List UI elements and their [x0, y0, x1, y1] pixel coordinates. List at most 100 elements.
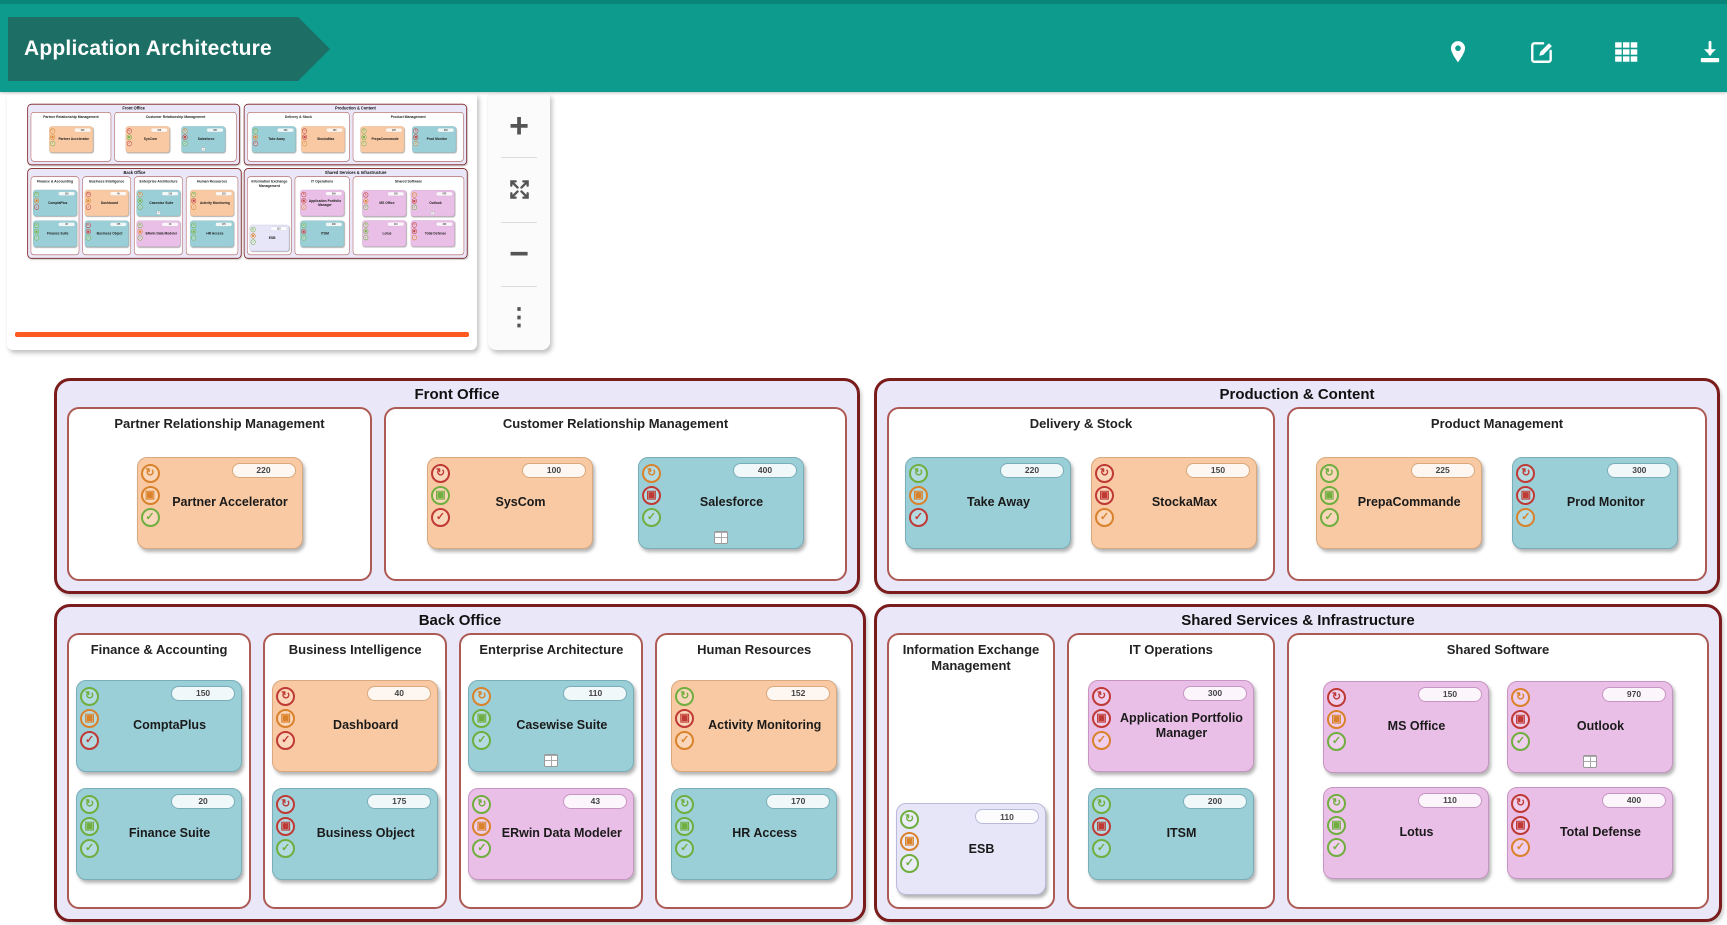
subgroup-title: Delivery & Stock — [1029, 416, 1133, 431]
subgroup-title: Partner Relationship Management — [114, 416, 325, 431]
zoom-out-button[interactable]: − — [488, 223, 550, 286]
check-icon: ✓ — [1327, 731, 1346, 751]
app-name: Outlook — [1576, 719, 1625, 734]
count-badge: 150 — [1186, 462, 1250, 478]
page-title: Application Architecture — [8, 17, 330, 81]
minimap-viewport-indicator[interactable] — [15, 332, 469, 337]
count-badge: 150 — [171, 685, 236, 701]
license-icon: ▣ — [909, 485, 928, 505]
download-button[interactable] — [1697, 39, 1723, 65]
lifecycle-icon: ↻ — [80, 686, 100, 706]
check-icon: ✓ — [1516, 507, 1536, 527]
status-icon-column: ↻▣✓ — [900, 810, 919, 873]
count-badge: 43 — [563, 793, 628, 809]
status-icon-column: ↻▣✓ — [1511, 687, 1530, 751]
app-name: Application Portfolio Manager — [1120, 710, 1243, 740]
lifecycle-icon: ↻ — [80, 794, 100, 814]
count-badge: 225 — [1410, 462, 1475, 478]
license-icon: ▣ — [1327, 709, 1346, 729]
app-name: Business Object — [316, 826, 415, 841]
location-button[interactable] — [1445, 39, 1471, 65]
app-name: Total Defense — [1559, 825, 1642, 840]
check-icon: ✓ — [900, 854, 919, 873]
subgroup-title: Finance & Accounting — [90, 642, 228, 657]
group-title: Back Office — [418, 612, 502, 629]
expand-children-icon[interactable] — [714, 530, 728, 544]
expand-children-icon[interactable] — [544, 753, 559, 767]
status-icon-column: ↻▣✓ — [1327, 687, 1346, 751]
expand-children-icon[interactable] — [1583, 754, 1597, 768]
status-icon-column: ↻▣✓ — [675, 686, 695, 750]
more-options-button[interactable]: ⋮ — [488, 287, 550, 350]
edit-button[interactable] — [1529, 39, 1555, 65]
app-name: HR Access — [732, 826, 798, 841]
zoom-in-button[interactable]: + — [488, 94, 550, 157]
count-badge: 300 — [1183, 685, 1247, 701]
status-icon-column: ↻▣✓ — [1516, 463, 1536, 527]
header-actions — [1445, 8, 1727, 96]
grid-view-button[interactable] — [1613, 39, 1639, 65]
check-icon: ✓ — [1095, 507, 1114, 527]
license-icon: ▣ — [1095, 485, 1114, 505]
license-icon: ▣ — [472, 708, 492, 728]
license-icon: ▣ — [431, 485, 450, 505]
fit-screen-button[interactable] — [488, 158, 550, 221]
check-icon: ✓ — [1511, 837, 1530, 857]
license-icon: ▣ — [276, 708, 296, 728]
app-name: ComptaPlus — [133, 718, 207, 733]
app-name: Activity Monitoring — [708, 718, 822, 733]
check-icon: ✓ — [675, 730, 695, 750]
app-name: MS Office — [1387, 719, 1446, 734]
app-name: SysCom — [495, 495, 546, 510]
license-icon: ▣ — [472, 816, 492, 836]
fit-screen-icon — [509, 180, 529, 200]
license-icon: ▣ — [1511, 709, 1530, 729]
lifecycle-icon: ↻ — [675, 686, 695, 706]
app-name: Partner Accelerator — [172, 495, 288, 510]
subgroup-title: Information Exchange Management — [902, 642, 1040, 674]
check-icon: ✓ — [909, 507, 928, 527]
lifecycle-icon: ↻ — [431, 463, 450, 483]
check-icon: ✓ — [276, 730, 296, 750]
lifecycle-icon: ↻ — [1511, 687, 1530, 707]
subgroup-title: Enterprise Architecture — [479, 642, 624, 657]
